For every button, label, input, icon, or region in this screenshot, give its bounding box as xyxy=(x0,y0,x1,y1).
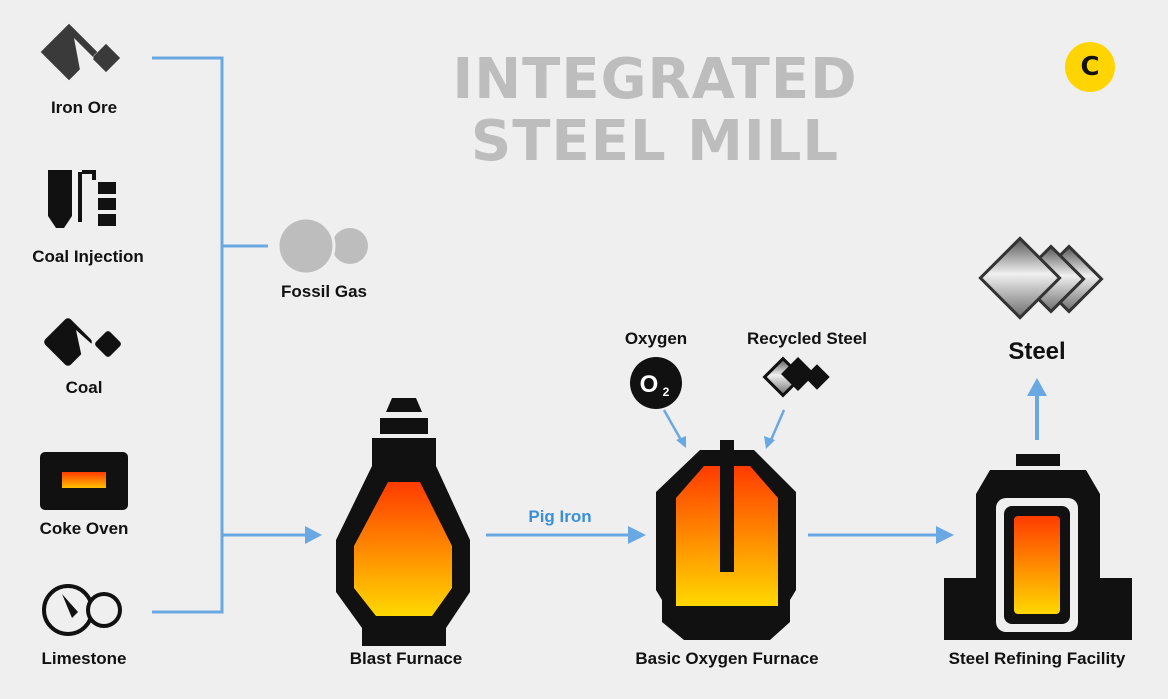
page-title-line-1: INTEGRATED xyxy=(452,47,858,112)
steel-output-icon xyxy=(978,236,1104,320)
label-fossil-gas: Fossil Gas xyxy=(281,282,367,301)
brand-logo: C xyxy=(1065,42,1115,92)
steel-refining-facility-icon xyxy=(944,454,1132,640)
oxygen-arrow xyxy=(676,436,686,448)
label-limestone: Limestone xyxy=(41,649,127,668)
label-coke-oven: Coke Oven xyxy=(39,519,129,538)
label-steel-refining-facility: Steel Refining Facility xyxy=(948,649,1126,668)
coal-icon xyxy=(44,318,121,366)
label-steel: Steel xyxy=(1008,338,1066,365)
iron-ore-icon xyxy=(40,23,121,81)
page-title-line-2: STEEL MILL xyxy=(470,109,840,174)
svg-text:O: O xyxy=(640,371,659,398)
label-blast-furnace: Blast Furnace xyxy=(349,649,463,668)
input-connectors xyxy=(152,56,305,614)
recycled-steel-icon xyxy=(762,356,830,398)
label-iron-ore: Iron Ore xyxy=(50,98,118,117)
recycled-steel-arrow xyxy=(764,436,775,449)
label-basic-oxygen-furnace: Basic Oxygen Furnace xyxy=(635,649,819,668)
coke-oven-icon xyxy=(40,452,128,510)
label-coal-injection: Coal Injection xyxy=(32,247,144,266)
blast-furnace-icon xyxy=(336,398,470,646)
label-coal: Coal xyxy=(65,378,103,397)
label-oxygen: Oxygen xyxy=(624,329,688,348)
fossil-gas-icon xyxy=(276,216,368,276)
label-pig-iron: Pig Iron xyxy=(528,507,592,526)
oxygen-icon: O 2 xyxy=(630,357,682,409)
basic-oxygen-furnace-icon xyxy=(656,440,796,640)
arrow-to-refining xyxy=(936,526,954,544)
coal-injection-icon xyxy=(48,170,116,228)
pig-iron-arrow xyxy=(628,526,646,544)
arrow-to-steel xyxy=(1027,378,1047,396)
svg-text:2: 2 xyxy=(663,385,670,399)
label-recycled-steel: Recycled Steel xyxy=(746,329,868,348)
limestone-icon xyxy=(42,584,122,636)
arrow-to-blast-furnace xyxy=(305,526,322,544)
